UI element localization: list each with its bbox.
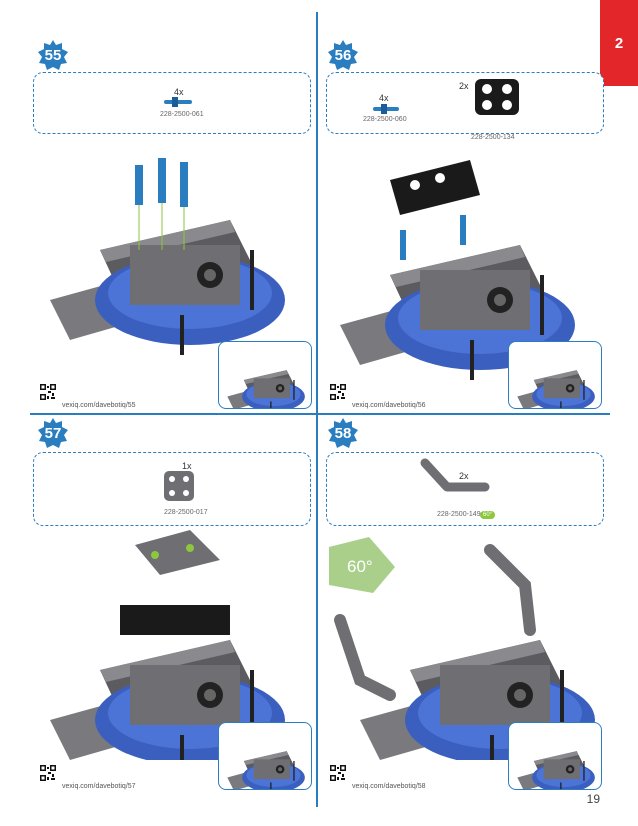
chapter-tab: 2	[600, 0, 638, 86]
qr-code-icon	[40, 384, 56, 400]
step-number: 58	[334, 424, 352, 442]
angle-wedge-icon	[329, 537, 395, 593]
step-number: 56	[334, 46, 352, 64]
qr-code-icon	[330, 384, 346, 400]
connector-part-icon	[475, 79, 519, 115]
part-number: 228-2500-134	[471, 134, 515, 141]
step-url[interactable]: vexiq.com/davebotiq/56	[352, 402, 426, 409]
part-qty: 4x	[379, 93, 389, 103]
step-url[interactable]: vexiq.com/davebotiq/55	[62, 402, 136, 409]
part-qty: 4x	[174, 87, 184, 97]
preview-image	[227, 751, 305, 796]
preview-inset	[218, 722, 312, 796]
angle-badge: 60°	[480, 511, 496, 519]
part-qty: 1x	[182, 461, 192, 471]
step-number: 55	[44, 46, 62, 64]
qr-code-icon	[330, 765, 346, 781]
part-number: 228-2500-149	[437, 511, 481, 518]
part-number: 228-2500-060	[363, 116, 407, 123]
vertical-divider	[316, 12, 318, 807]
assembly-illustration	[50, 530, 285, 760]
part-qty: 2x	[459, 471, 469, 481]
part-number: 228-2500-061	[160, 111, 204, 118]
assembly-illustration	[334, 544, 595, 760]
parts-callout: 4x 228-2500-061	[33, 72, 311, 134]
pin-part-icon	[373, 104, 399, 114]
qr-code-icon	[40, 765, 56, 781]
chapter-number: 2	[614, 34, 624, 52]
step-url[interactable]: vexiq.com/davebotiq/57	[62, 783, 136, 790]
preview-inset	[508, 341, 602, 415]
page-number: 19	[586, 792, 600, 806]
preview-image	[517, 751, 595, 796]
part-qty: 2x	[459, 81, 469, 91]
preview-inset	[218, 341, 312, 415]
preview-inset	[508, 722, 602, 796]
plate-part-icon	[164, 471, 194, 501]
step-url[interactable]: vexiq.com/davebotiq/58	[352, 783, 426, 790]
parts-callout: 4x 228-2500-060 2x 228-2500-134	[326, 72, 604, 141]
angle-label: 60°	[347, 557, 373, 576]
pin-part-icon	[164, 97, 192, 107]
preview-image	[517, 370, 595, 415]
parts-callout: 1x 228-2500-017	[33, 452, 311, 526]
step-number: 57	[44, 424, 62, 442]
assembly-illustration	[50, 158, 285, 355]
bent-beam-part-icon	[420, 458, 490, 492]
preview-image	[227, 370, 305, 415]
horizontal-divider	[30, 413, 610, 415]
parts-callout: 2x 228-2500-149	[326, 452, 604, 526]
part-number: 228-2500-017	[164, 509, 208, 516]
assembly-illustration	[340, 160, 575, 380]
